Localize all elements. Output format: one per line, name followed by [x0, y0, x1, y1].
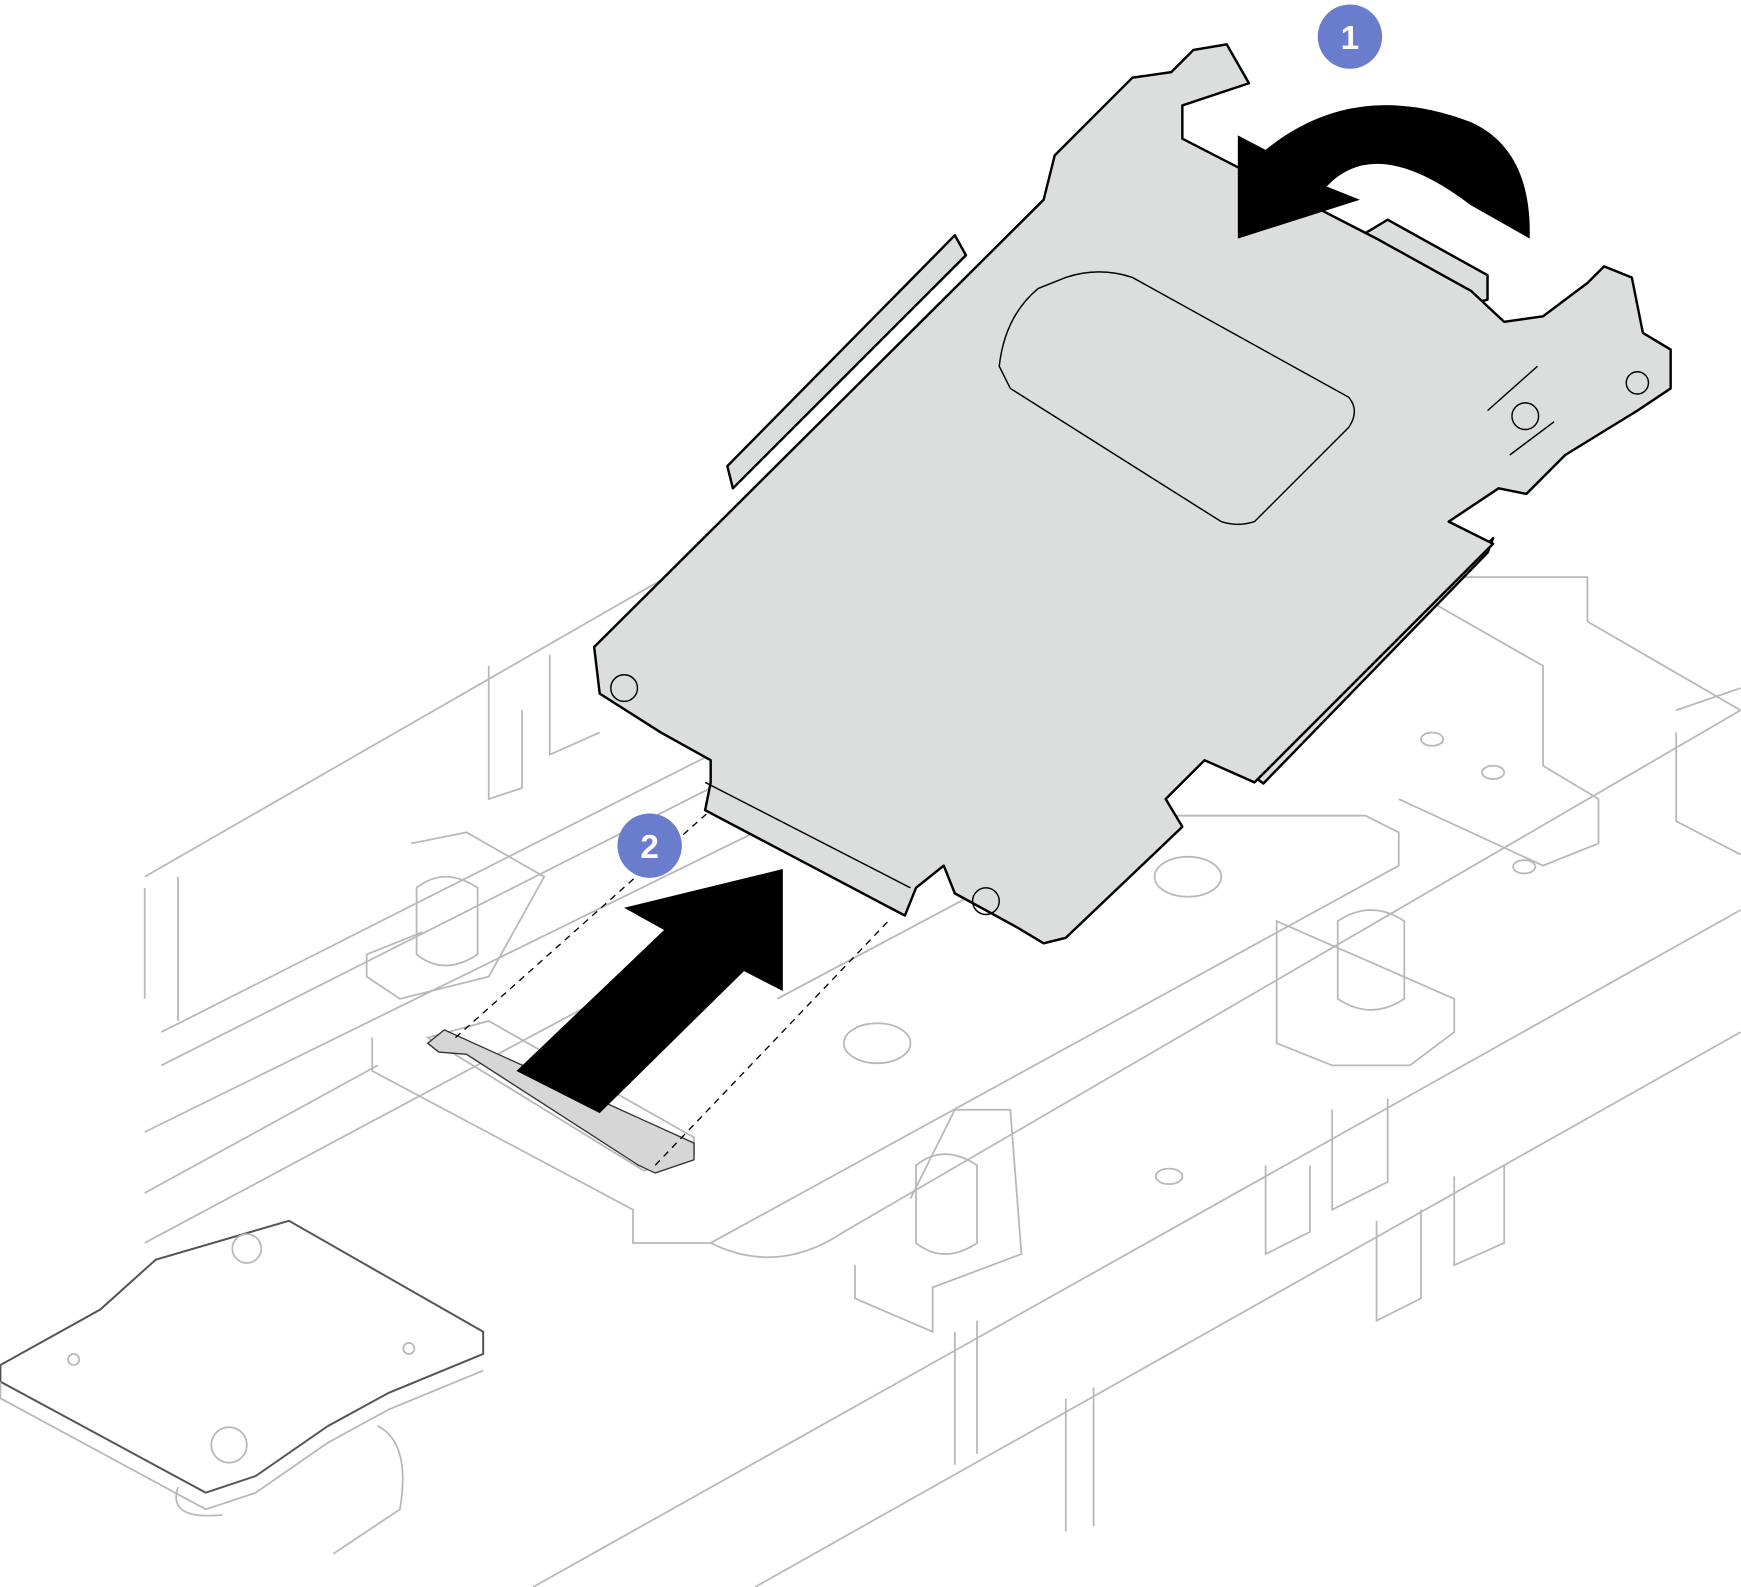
cold-plate-cover	[0, 1219, 485, 1555]
slide-arrow	[516, 868, 783, 1114]
step-2-badge: 2	[617, 813, 682, 878]
step-2-number: 2	[640, 829, 659, 866]
step-1-number: 1	[1341, 20, 1360, 57]
step-1-badge: 1	[1317, 4, 1383, 69]
drive-bracket	[592, 43, 1672, 945]
rotate-arrow	[1237, 105, 1530, 239]
chassis-outline	[143, 576, 1741, 1587]
